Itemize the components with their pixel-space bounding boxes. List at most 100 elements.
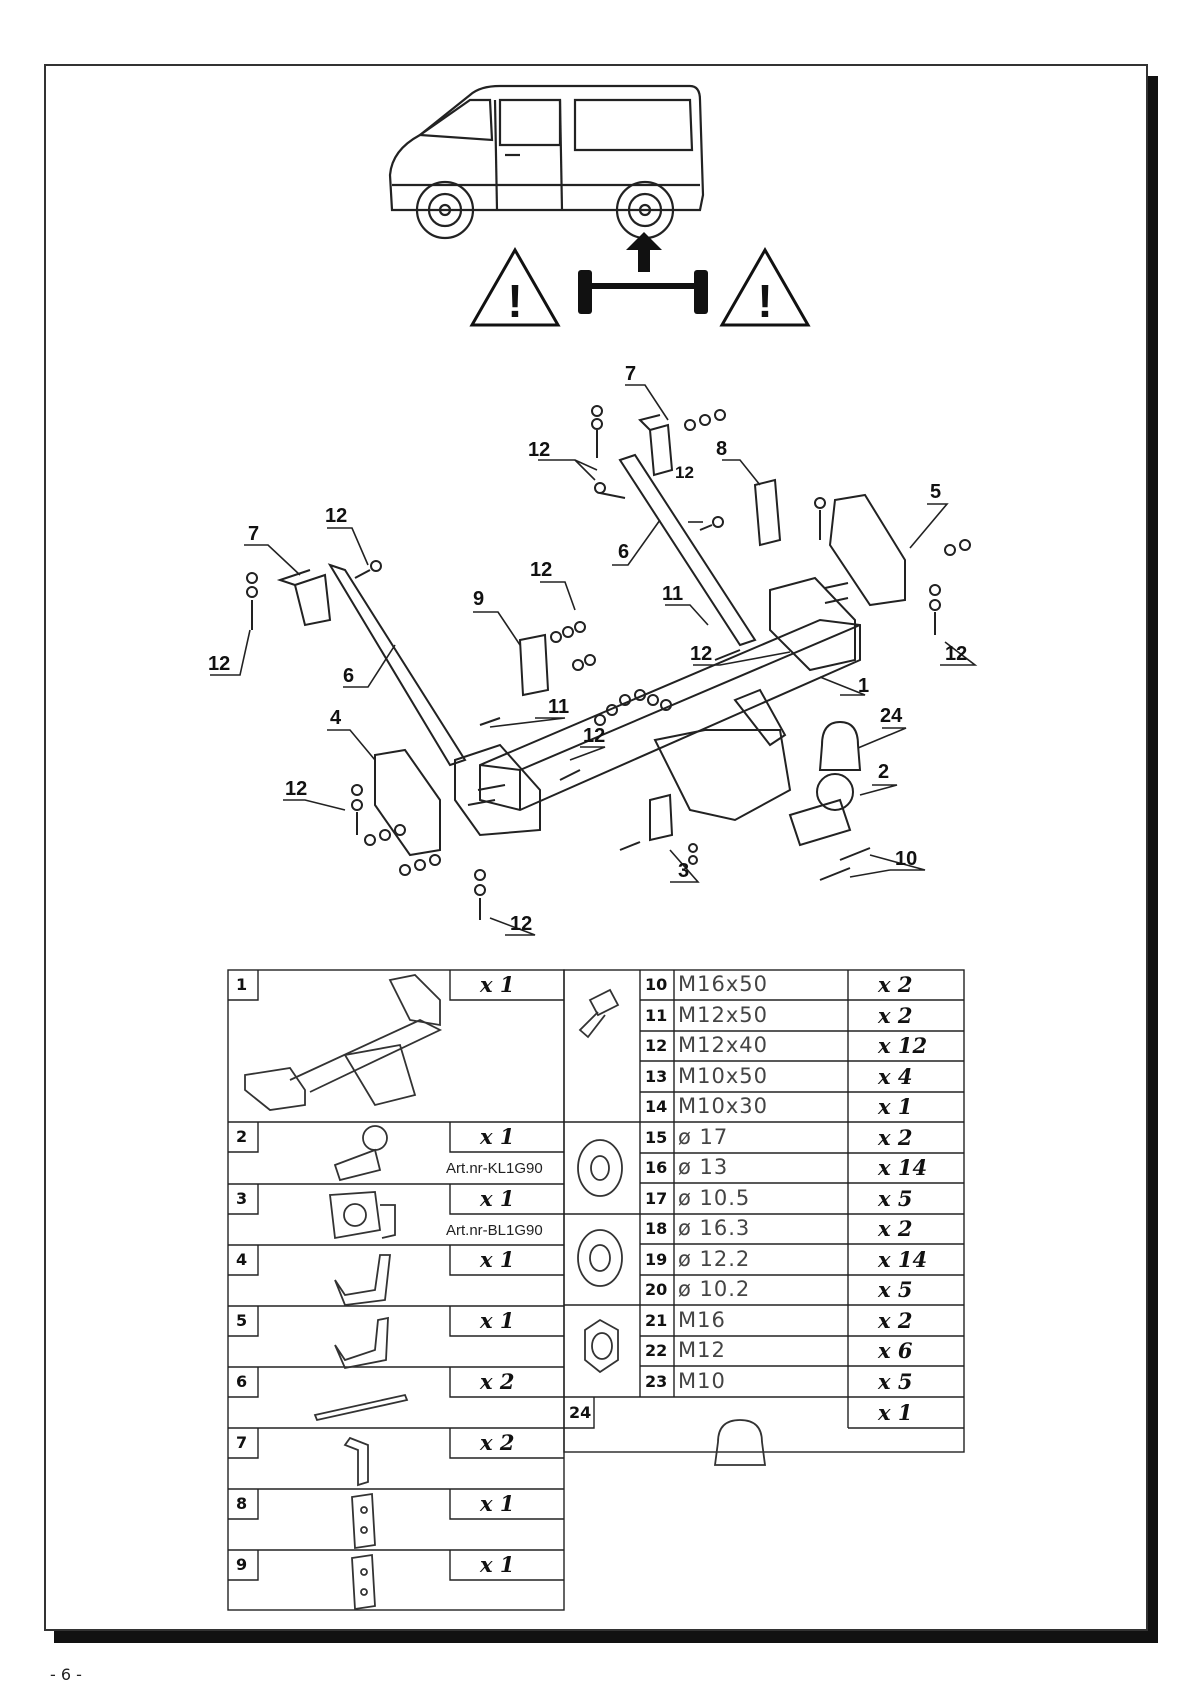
- part-15-size: ø 17: [678, 1125, 729, 1149]
- nut-icon: [584, 1318, 619, 1374]
- label-12-d: 12: [945, 643, 967, 665]
- part-21-qty: x 2: [878, 1308, 913, 1333]
- part-8-qty: x 1: [480, 1491, 515, 1516]
- part-18-qty: x 2: [878, 1216, 913, 1241]
- part-13-number: 13: [645, 1067, 668, 1086]
- label-12-c: 12: [690, 643, 712, 665]
- label-7-left: 7: [248, 523, 259, 545]
- label-24: 24: [880, 705, 903, 727]
- assembly-diagram: 7 12 8 12 5 6 11 12 12 1 7 12 12 9 12 6 …: [208, 363, 978, 936]
- part-14-qty: x 1: [878, 1094, 913, 1119]
- part-23-number: 23: [645, 1372, 668, 1391]
- part-6-icon: [313, 1393, 409, 1422]
- spring-washer-icon: [577, 1229, 623, 1287]
- label-9: 9: [473, 588, 484, 610]
- part-18-size: ø 16.3: [678, 1216, 751, 1240]
- part-3-qty: x 1: [480, 1186, 515, 1211]
- part-24-qty: x 1: [878, 1400, 913, 1425]
- label-6-left: 6: [343, 665, 354, 687]
- part-14-size: M10x30: [678, 1094, 768, 1118]
- part-5-qty: x 1: [480, 1308, 515, 1333]
- part-12-size: M12x40: [678, 1033, 768, 1057]
- part-7-number: 7: [236, 1433, 248, 1452]
- arm-right: [618, 453, 757, 647]
- van-illustration: ! !: [388, 84, 811, 327]
- label-1: 1: [858, 675, 869, 697]
- label-12-h: 12: [285, 778, 307, 800]
- part-4-icon: [334, 1254, 392, 1306]
- part-2-number: 2: [236, 1127, 248, 1146]
- part-11-qty: x 2: [878, 1003, 913, 1028]
- part-22-qty: x 6: [878, 1338, 913, 1363]
- warning-left-symbol: !: [507, 275, 522, 327]
- part-23-size: M10: [678, 1369, 726, 1393]
- label-11-right: 11: [662, 583, 683, 605]
- label-12-b: 12: [675, 463, 694, 482]
- van-outline: [388, 84, 705, 212]
- part-11-number: 11: [645, 1006, 668, 1025]
- part-13-qty: x 4: [878, 1064, 913, 1089]
- part-19-size: ø 12.2: [678, 1247, 751, 1271]
- part-3-icon: [328, 1191, 396, 1240]
- warning-triangle-left-icon: [469, 246, 561, 327]
- label-12-f: 12: [208, 653, 230, 675]
- part-4-number: 4: [236, 1250, 248, 1269]
- bolt-icon: [578, 988, 620, 1039]
- washer-icon: [577, 1139, 623, 1197]
- part-10-number: 10: [645, 975, 668, 994]
- part-9-number: 9: [236, 1555, 248, 1574]
- part-12-qty: x 12: [878, 1033, 928, 1058]
- part-18-number: 18: [645, 1219, 668, 1238]
- part-2-icon: [333, 1125, 388, 1182]
- part-20-qty: x 5: [878, 1277, 913, 1302]
- crossbar: [479, 618, 861, 812]
- part-3-article: Art.nr-BL1G90: [446, 1222, 543, 1239]
- label-12-e: 12: [325, 505, 347, 527]
- part-17-qty: x 5: [878, 1186, 913, 1211]
- label-6-right: 6: [618, 541, 629, 563]
- part-7-qty: x 2: [480, 1430, 515, 1455]
- label-7-top: 7: [625, 363, 636, 385]
- part-5-icon: [334, 1316, 389, 1370]
- part-1-number: 1: [236, 975, 248, 994]
- part-4-qty: x 1: [480, 1247, 515, 1272]
- towball: [816, 773, 854, 811]
- part-7-icon: [343, 1436, 369, 1487]
- part-23-qty: x 5: [878, 1369, 913, 1394]
- part-8-number: 8: [236, 1494, 248, 1513]
- part-20-number: 20: [645, 1280, 668, 1299]
- part-17-number: 17: [645, 1189, 668, 1208]
- label-12-i: 12: [583, 725, 605, 747]
- part-13-size: M10x50: [678, 1064, 768, 1088]
- label-2: 2: [878, 761, 889, 783]
- label-10: 10: [895, 848, 917, 870]
- part-15-qty: x 2: [878, 1125, 913, 1150]
- part-6-number: 6: [236, 1372, 248, 1391]
- part-21-number: 21: [645, 1311, 668, 1330]
- label-8: 8: [716, 438, 727, 460]
- part-17-size: ø 10.5: [678, 1186, 751, 1210]
- part-9-icon: [351, 1553, 376, 1611]
- part-22-size: M12: [678, 1338, 726, 1362]
- label-12-j: 12: [510, 913, 532, 935]
- part-11-size: M12x50: [678, 1003, 768, 1027]
- part-9-qty: x 1: [480, 1552, 515, 1577]
- part-22-number: 22: [645, 1341, 668, 1360]
- part-16-size: ø 13: [678, 1155, 729, 1179]
- part-1-icon: [244, 974, 443, 1111]
- part-8-icon: [351, 1492, 376, 1550]
- label-4: 4: [330, 707, 342, 729]
- part-2-article: Art.nr-KL1G90: [446, 1160, 543, 1177]
- part-12-number: 12: [645, 1036, 668, 1055]
- ball-cover: [818, 720, 862, 771]
- part-6-qty: x 2: [480, 1369, 515, 1394]
- part-14-number: 14: [645, 1097, 668, 1116]
- rear-arrow-icon: [626, 232, 662, 272]
- part-10-size: M16x50: [678, 972, 768, 996]
- part-19-qty: x 14: [878, 1247, 928, 1272]
- part-10-qty: x 2: [878, 972, 913, 997]
- label-12-a: 12: [528, 439, 550, 461]
- part-15-number: 15: [645, 1128, 668, 1147]
- center-bracket: [653, 729, 792, 822]
